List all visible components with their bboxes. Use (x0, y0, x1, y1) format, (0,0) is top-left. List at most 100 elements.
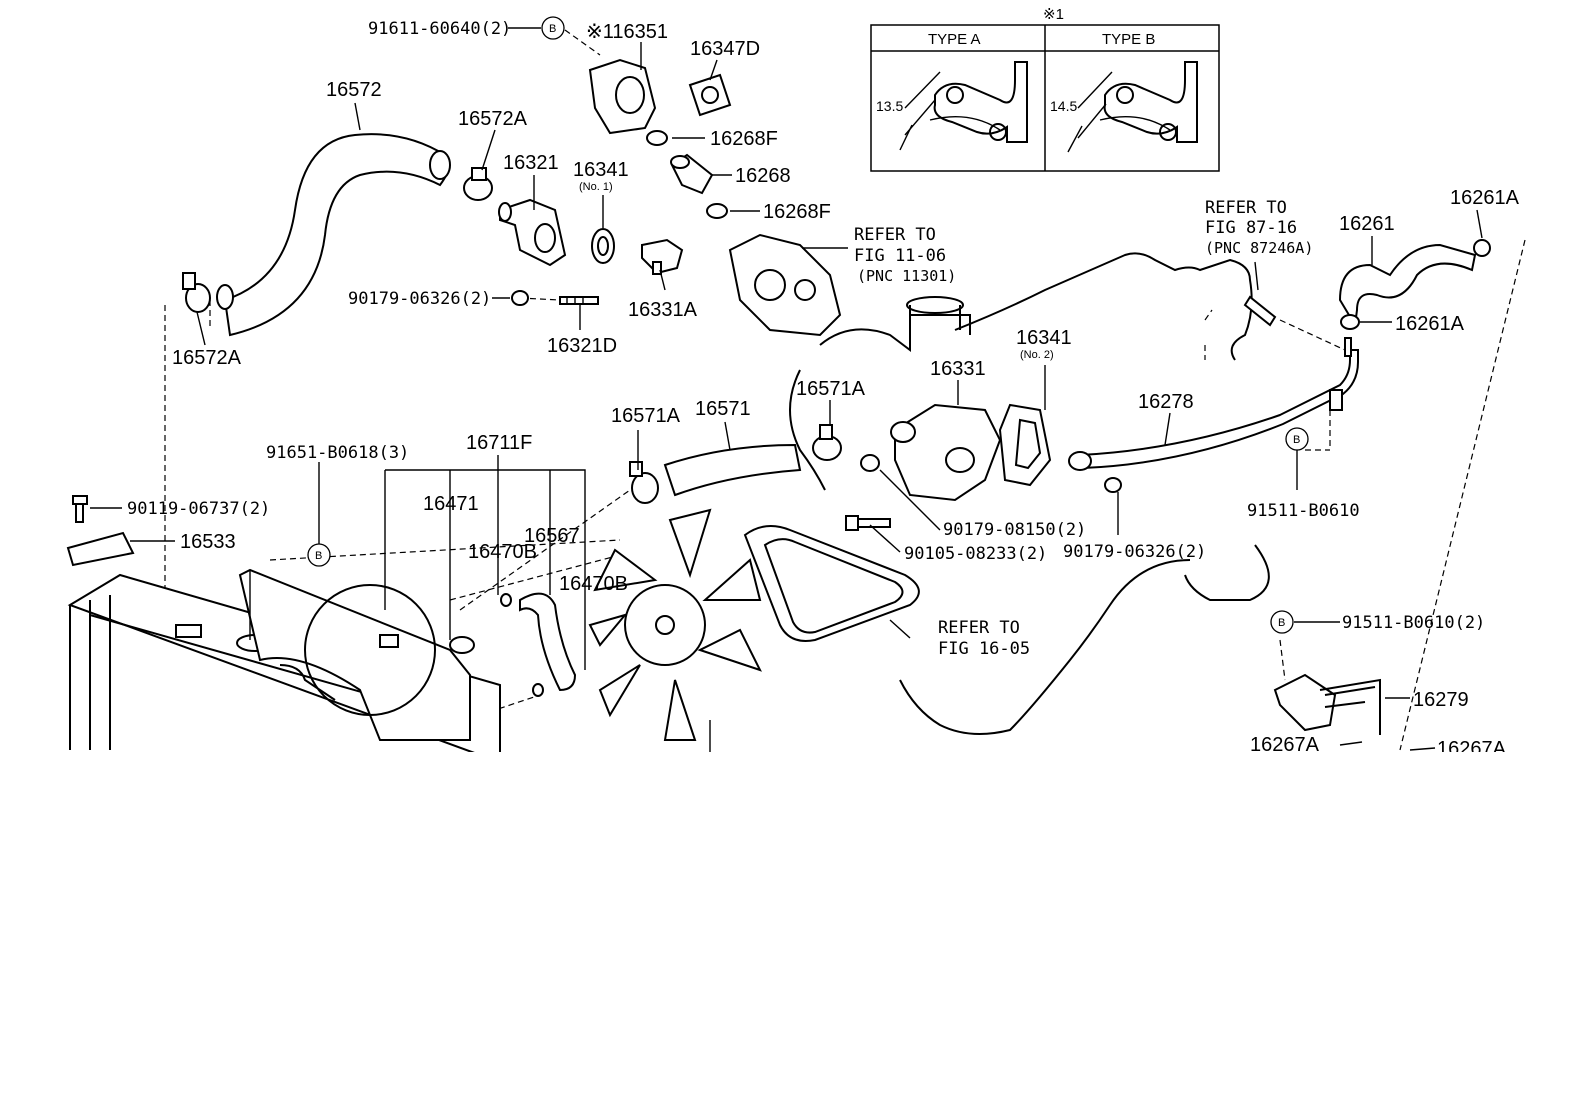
label-16261a-top: 16261A (1450, 187, 1520, 209)
water-inlet-16351 (588, 58, 657, 135)
circle-b-marker-left: B (307, 543, 331, 567)
label-16267a-left: 16267A (1250, 734, 1320, 756)
inset-note: ※1 (1043, 6, 1064, 23)
label-16711f: 16711F (466, 432, 532, 454)
clamp-16261a-top (1473, 239, 1491, 257)
water-inlet-housing (890, 403, 1002, 502)
label-pnc-11301: (PNC 11301) (857, 267, 956, 285)
gasket-16347d (688, 73, 732, 117)
label-90119-06737: 90119-06737(2) (127, 499, 270, 519)
label-16268f-upper: 16268F (710, 128, 778, 150)
label-refer-to-16: REFER TO (938, 618, 1020, 638)
label-16567: 16567 (524, 525, 580, 547)
hose-clamp-16572a-bottom (182, 272, 211, 313)
label-16533: 16533 (180, 531, 236, 553)
water-outlet (498, 198, 567, 267)
label-16278: 16278 (1138, 391, 1194, 413)
nut-90179-08150 (860, 454, 880, 472)
gasket-no1 (591, 228, 615, 264)
lower-radiator-hose (663, 443, 802, 497)
label-90179-08150: 90179-08150(2) (943, 520, 1086, 540)
drain-hose-16567 (519, 592, 577, 692)
label-91511-b0610: 91511-B0610 (1247, 501, 1360, 521)
bracket-16279 (1273, 673, 1381, 735)
label-16351: ※116351 (586, 21, 668, 43)
label-16341-no2: 16341 (1016, 327, 1072, 349)
circle-b-marker-bottom: B (1270, 610, 1294, 634)
label-16341-no1: 16341 (573, 159, 629, 181)
engine-outline (789, 252, 1270, 735)
label-90179-06326-upper: 90179-06326(2) (348, 289, 491, 309)
cooling-fan (588, 508, 762, 752)
label-16571a-left: 16571A (611, 405, 681, 427)
hose-clamp-16571a-left (629, 461, 659, 504)
label-91511-b0610-2: 91511-B0610(2) (1342, 613, 1485, 633)
label-16572a-top: 16572A (458, 108, 528, 130)
label-16321d: 16321D (547, 335, 617, 357)
label-16470b-lower: 16470B (559, 573, 628, 595)
label-fig-16-05: FIG 16-05 (938, 639, 1030, 659)
v-belt (743, 525, 920, 642)
label-16470b-upper: 16470B (468, 541, 537, 563)
leader-lines (90, 27, 1483, 751)
label-16347d: 16347D (690, 38, 760, 60)
label-16261a-mid: 16261A (1395, 313, 1465, 335)
hose-clamp-16572a-top (463, 167, 493, 201)
thermostat-sensor (641, 238, 684, 275)
blank-lower-area (0, 752, 1592, 1099)
bracket-16533 (66, 531, 135, 567)
gasket-no2 (998, 403, 1052, 487)
label-91611-60640: 91611-60640(2) (368, 19, 511, 39)
pipe-16268 (670, 153, 714, 195)
pipe-ref-87246a (1243, 295, 1277, 327)
clamp-16261a-mid (1340, 314, 1360, 330)
label-fig-87-16: FIG 87-16 (1205, 218, 1297, 238)
label-fig-11-06: FIG 11-06 (854, 246, 946, 266)
label-16341-no2-sub: (No. 2) (1020, 349, 1054, 361)
label-90179-06326-lower: 90179-06326(2) (1063, 542, 1206, 562)
label-91651-b0618: 91651-B0618(3) (266, 443, 409, 463)
heater-hose-16261 (1338, 243, 1477, 328)
type-a-dim: 13.5 (876, 98, 903, 114)
clip-16470b-upper (500, 593, 512, 607)
type-b-header: TYPE B (1102, 31, 1155, 48)
nut-90179 (511, 290, 529, 306)
o-ring-16268f-lower (706, 203, 728, 219)
stud-16321d (559, 296, 599, 305)
label-refer-to-11: REFER TO (854, 225, 936, 245)
label-16321: 16321 (503, 152, 559, 174)
label-16261: 16261 (1339, 213, 1395, 235)
circle-b-marker-right: B (1285, 427, 1309, 451)
label-pnc-87246a: (PNC 87246A) (1205, 239, 1313, 257)
label-16279: 16279 (1413, 689, 1469, 711)
svg-text:B: B (315, 550, 322, 562)
bypass-pipe (1068, 337, 1359, 471)
nut-90179-06326-lower (1104, 477, 1122, 493)
hose-clamp-16571a-right (812, 424, 842, 461)
o-ring-16268f-upper (646, 130, 668, 146)
label-16341-no1-sub: (No. 1) (579, 181, 613, 193)
timing-cover (728, 233, 842, 337)
upper-radiator-hose (216, 133, 451, 337)
circle-b-marker-top: B (541, 16, 565, 40)
label-refer-to-87: REFER TO (1205, 198, 1287, 218)
label-16268: 16268 (735, 165, 791, 187)
clip-16470b-lower (532, 683, 544, 697)
fan-shroud (238, 568, 475, 741)
svg-text:B: B (1293, 434, 1300, 446)
label-90105-08233: 90105-08233(2) (904, 544, 1047, 564)
label-16571: 16571 (695, 398, 751, 420)
inset-type-diagram: ※1 TYPE A TYPE B 13.5 14.5 (870, 6, 1220, 172)
label-16572: 16572 (326, 79, 382, 101)
bolt-90119 (72, 495, 88, 523)
label-16331: 16331 (930, 358, 986, 380)
type-a-header: TYPE A (928, 31, 981, 48)
label-16571a-right: 16571A (796, 378, 866, 400)
label-16268f-lower: 16268F (763, 201, 831, 223)
label-16331a: 16331A (628, 299, 698, 321)
type-b-dim: 14.5 (1050, 98, 1077, 114)
label-16572a-bottom: 16572A (172, 347, 242, 369)
bolt-90105 (845, 515, 891, 531)
svg-text:B: B (1278, 617, 1285, 629)
